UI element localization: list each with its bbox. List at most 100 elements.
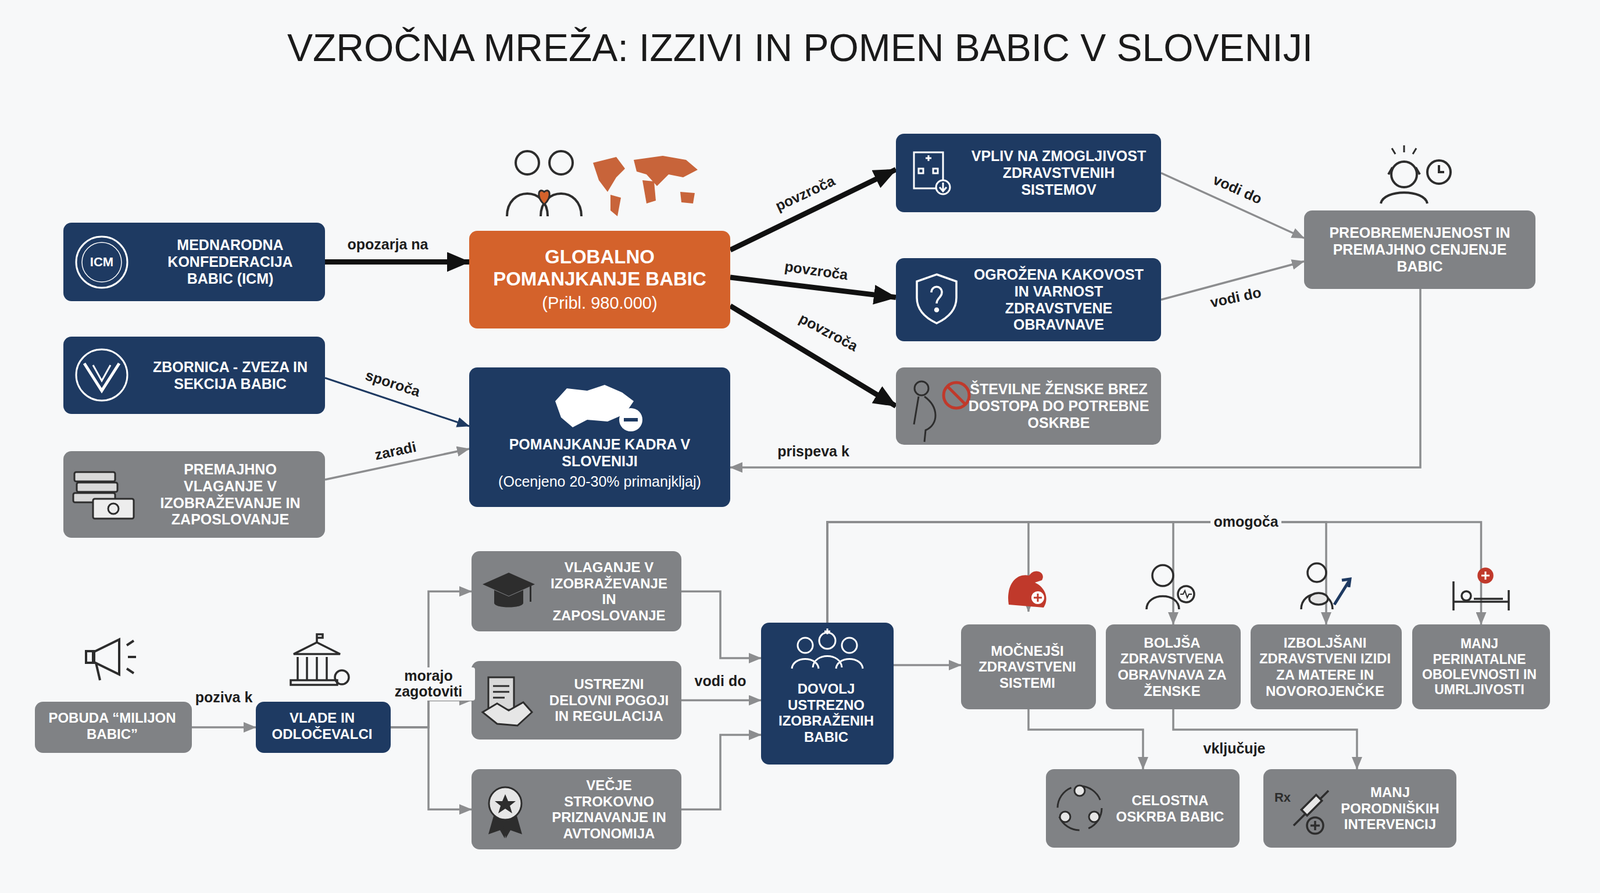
women-heart-icon [506, 151, 582, 217]
shield-icon [916, 274, 957, 324]
zbornica-logo [76, 349, 128, 401]
edge-label: omogoča [1210, 513, 1281, 531]
connector [681, 699, 762, 702]
outcome-detail-box: MANJ PORODNIŠKIH INTERVENCIJ [1263, 769, 1457, 848]
node-title: VLADE IN ODLOČEVALCI [262, 709, 382, 742]
midwives-icon [791, 628, 863, 669]
edge-label: povzroča [780, 257, 853, 285]
connector [1173, 709, 1357, 770]
node-title: CELOSTNA OSKRBA BABIC [1109, 792, 1231, 825]
edge-label: vodi do [1205, 283, 1266, 312]
node-title: BOLJŠA ZDRAVSTVENA OBRAVNAVA ZA ŽENSKE [1112, 634, 1232, 699]
outcome-box: MOČNEJŠI ZDRAVSTVENI SISTEMI [961, 624, 1096, 710]
connector [730, 305, 896, 407]
world-map-icon [593, 155, 698, 217]
effect-box: ŠTEVILNE ŽENSKE BREZ DOSTOPA DO POTREBNE… [895, 367, 1162, 445]
connector [827, 522, 1327, 625]
initiative-box: POBUDA “MILIJON BABIC” [34, 701, 192, 753]
edge-label: poziva k [192, 688, 256, 707]
connector [390, 700, 472, 728]
graduation-cap-icon [482, 572, 535, 608]
node-title: PREOBREMENJENOST IN PREMAJHNO CENJENJE B… [1313, 224, 1527, 275]
bar-stub [827, 522, 1029, 612]
node-subtitle: (Pribl. 980.000) [541, 293, 657, 313]
actor-box: VLADE IN ODLOČEVALCI [255, 701, 391, 753]
cycle-icon [1057, 785, 1102, 831]
edge-label: sporoča [360, 365, 425, 402]
outcome-detail-box: CELOSTNA OSKRBA BABIC [1045, 769, 1240, 848]
node-title: USTREZNI DELOVNI POGOJI IN REGULACIJA [545, 676, 673, 725]
hospital-icon [913, 152, 950, 195]
connector [390, 591, 472, 728]
logo-text: ICM [90, 255, 114, 270]
edge-label: morajo zagotoviti [381, 667, 475, 701]
node-title: MANJ PORODNIŠKIH INTERVENCIJ [1333, 784, 1448, 833]
pregnant-woman-icon [913, 381, 970, 442]
node-subtitle: (Ocenjeno 20-30% primanjkljaj) [498, 473, 702, 491]
local-problem-box: POMANJKANJE KADRA V SLOVENIJI (Ocenjeno 2… [469, 367, 731, 507]
bed-icon [1453, 568, 1509, 611]
edge-label: vključuje [1200, 740, 1269, 758]
edge-label: vodi do [691, 672, 750, 691]
connector [390, 727, 472, 810]
node-title: POBUDA “MILIJON BABIC” [41, 709, 183, 742]
node-title: IZBOLJŠANI ZDRAVSTVENI IZIDI ZA MATERE I… [1257, 634, 1393, 699]
node-title: PREMAJHNO VLAGANJE V IZOBRAŽEVANJE IN ZA… [144, 461, 316, 528]
connector [827, 522, 1482, 625]
node-title: VLAGANJE V IZOBRAŽEVANJE IN ZAPOSLOVANJE [545, 559, 673, 624]
cause-box: PREMAJHNO VLAGANJE V IZOBRAŽEVANJE IN ZA… [63, 451, 325, 538]
node-title: ŠTEVILNE ŽENSKE BREZ DOSTOPA DO POTREBNE… [965, 380, 1152, 431]
edge-label: opozarja na [344, 236, 432, 254]
logo-text: Rx [1274, 790, 1291, 805]
node-title: VPLIV NA ZMOGLJIVOST ZDRAVSTVENIH SISTEM… [965, 147, 1152, 198]
connector [893, 663, 962, 667]
edge-label: povzroča [793, 308, 864, 357]
outcome-box: BOLJŠA ZDRAVSTVENA OBRAVNAVA ZA ŽENSKE [1105, 624, 1241, 710]
connector [1028, 709, 1144, 770]
connector [730, 169, 896, 251]
node-title: ZBORNICA - ZVEZA IN SEKCIJA BABIC [144, 358, 316, 393]
node-title: OGROŽENA KAKOVOST IN VARNOST ZDRAVSTVENE… [965, 266, 1152, 334]
consequence-box: PREOBREMENJENOST IN PREMAJHNO CENJENJE B… [1304, 210, 1536, 289]
stressed-woman-icon [1380, 145, 1451, 204]
node-title: MOČNEJŠI ZDRAVSTVENI SISTEMI [968, 643, 1087, 692]
outcome-box: MANJ PERINATALNE OBOLEVNOSTI IN UMRLJIVO… [1412, 624, 1550, 710]
outcome-box: IZBOLJŠANI ZDRAVSTVENI IZIDI ZA MATERE I… [1250, 624, 1402, 710]
connector [730, 277, 896, 298]
central-problem-box: GLOBALNO POMANJKANJE BABIC(Pribl. 980.00… [469, 230, 731, 329]
books-money-icon [73, 472, 134, 519]
handshake-icon [482, 677, 532, 726]
connector [827, 522, 1174, 625]
edge-label: povzroča [769, 170, 841, 216]
effect-box: VPLIV NA ZMOGLJIVOST ZDRAVSTVENIH SISTEM… [895, 133, 1162, 213]
government-icon [290, 634, 349, 685]
edge-label: zaradi [370, 437, 421, 465]
effect-box: OGROŽENA KAKOVOST IN VARNOST ZDRAVSTVENE… [895, 258, 1162, 342]
connector [681, 591, 762, 659]
edge-label: vodi do [1207, 169, 1267, 209]
connector [681, 734, 762, 810]
result-box: DOVOLJ USTREZNO IZOBRAŽENIH BABIC [761, 622, 894, 765]
slovenia-map-icon [555, 384, 643, 432]
connector [325, 259, 470, 265]
node-title: POMANJKANJE KADRA V SLOVENIJI [478, 436, 721, 470]
edge-label: prispeva k [774, 443, 853, 461]
medal-icon [488, 787, 523, 839]
megaphone-icon [86, 639, 137, 681]
arm-icon [1008, 570, 1047, 608]
measure-box: VEČJE STROKOVNO PRIZNAVANJE IN AVTONOMIJ… [471, 769, 682, 850]
node-title: GLOBALNO POMANJKANJE BABIC [478, 245, 721, 291]
mother-baby-icon [1301, 563, 1350, 610]
woman-heart-icon [1146, 565, 1195, 610]
node-title: DOVOLJ USTREZNO IZOBRAŽENIH BABIC [768, 680, 885, 745]
node-title: VEČJE STROKOVNO PRIZNAVANJE IN AVTONOMIJ… [545, 777, 673, 842]
connector [191, 726, 256, 729]
icm-logo [76, 236, 128, 288]
node-title: MEDNARODNA KONFEDERACIJA BABIC (ICM) [144, 236, 316, 287]
title: VZROČNA MREŽA: IZZIVI IN POMEN BABIC V S… [0, 25, 1600, 70]
source-box: ZBORNICA - ZVEZA IN SEKCIJA BABIC [63, 336, 325, 414]
measure-box: VLAGANJE V IZOBRAŽEVANJE IN ZAPOSLOVANJE [471, 551, 682, 632]
measure-box: USTREZNI DELOVNI POGOJI IN REGULACIJA [471, 661, 682, 740]
node-title: MANJ PERINATALNE OBOLEVNOSTI IN UMRLJIVO… [1418, 636, 1541, 698]
